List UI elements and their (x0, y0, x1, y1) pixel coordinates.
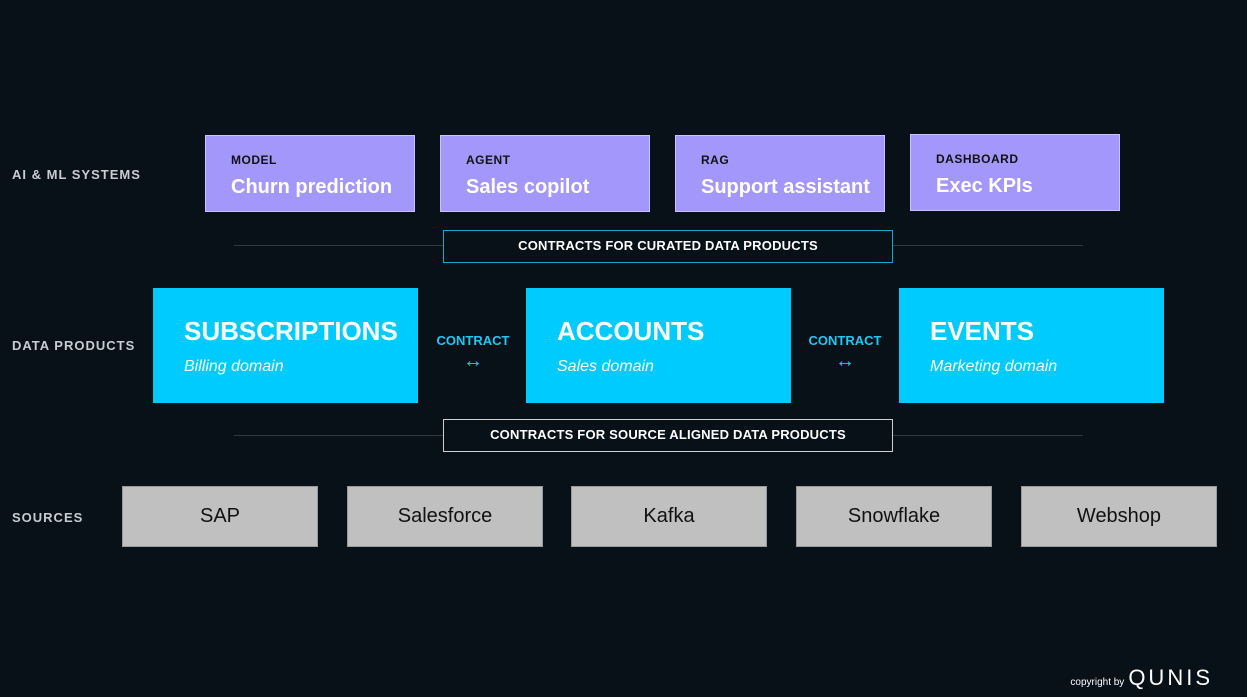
data-product-events: EVENTS Marketing domain (899, 288, 1164, 403)
ai-system-type: RAG (701, 153, 730, 167)
contract-connector-label: CONTRACT (436, 333, 510, 348)
copyright-text: copyright by (1070, 677, 1125, 688)
ai-system-rag: RAG Support assistant (675, 135, 885, 212)
source-snowflake: Snowflake (796, 486, 992, 547)
brand-logo: QUNIS (1128, 665, 1213, 690)
data-product-domain: Sales domain (557, 358, 654, 375)
row-label-sources: SOURCES (12, 510, 84, 525)
double-arrow-icon: ↔ (835, 350, 855, 372)
data-product-title: ACCOUNTS (557, 316, 705, 346)
contract-connector: CONTRACT ↔ (800, 333, 890, 373)
ai-system-agent: AGENT Sales copilot (440, 135, 650, 212)
ai-system-title: Support assistant (701, 176, 870, 198)
row-label-data-products: DATA PRODUCTS (12, 338, 136, 353)
source-kafka: Kafka (571, 486, 767, 547)
source-webshop: Webshop (1021, 486, 1217, 547)
ai-system-title: Sales copilot (466, 176, 590, 198)
source-sap: SAP (122, 486, 318, 547)
data-product-accounts: ACCOUNTS Sales domain (526, 288, 791, 403)
ai-system-model: MODEL Churn prediction (205, 135, 415, 212)
ai-system-type: AGENT (466, 153, 511, 167)
ai-system-title: Exec KPIs (936, 175, 1033, 197)
row-label-ai-ml: AI & ML SYSTEMS (12, 167, 141, 182)
ai-system-dashboard: DASHBOARD Exec KPIs (910, 134, 1120, 211)
double-arrow-icon: ↔ (463, 350, 483, 372)
source-salesforce: Salesforce (347, 486, 543, 547)
ai-system-type: DASHBOARD (936, 152, 1019, 166)
source-aligned-contracts-label: CONTRACTS FOR SOURCE ALIGNED DATA PRODUC… (443, 419, 893, 452)
contract-connector: CONTRACT ↔ (428, 333, 518, 373)
data-product-title: EVENTS (930, 316, 1035, 346)
data-product-domain: Marketing domain (930, 358, 1058, 375)
curated-contracts-label: CONTRACTS FOR CURATED DATA PRODUCTS (443, 230, 893, 263)
ai-system-type: MODEL (231, 153, 277, 167)
data-product-title: SUBSCRIPTIONS (184, 316, 398, 346)
contract-connector-label: CONTRACT (808, 333, 882, 348)
ai-system-title: Churn prediction (231, 176, 393, 198)
data-product-subscriptions: SUBSCRIPTIONS Billing domain (153, 288, 418, 403)
copyright-footer: copyright by QUNIS (1070, 665, 1213, 691)
data-product-domain: Billing domain (184, 358, 284, 375)
